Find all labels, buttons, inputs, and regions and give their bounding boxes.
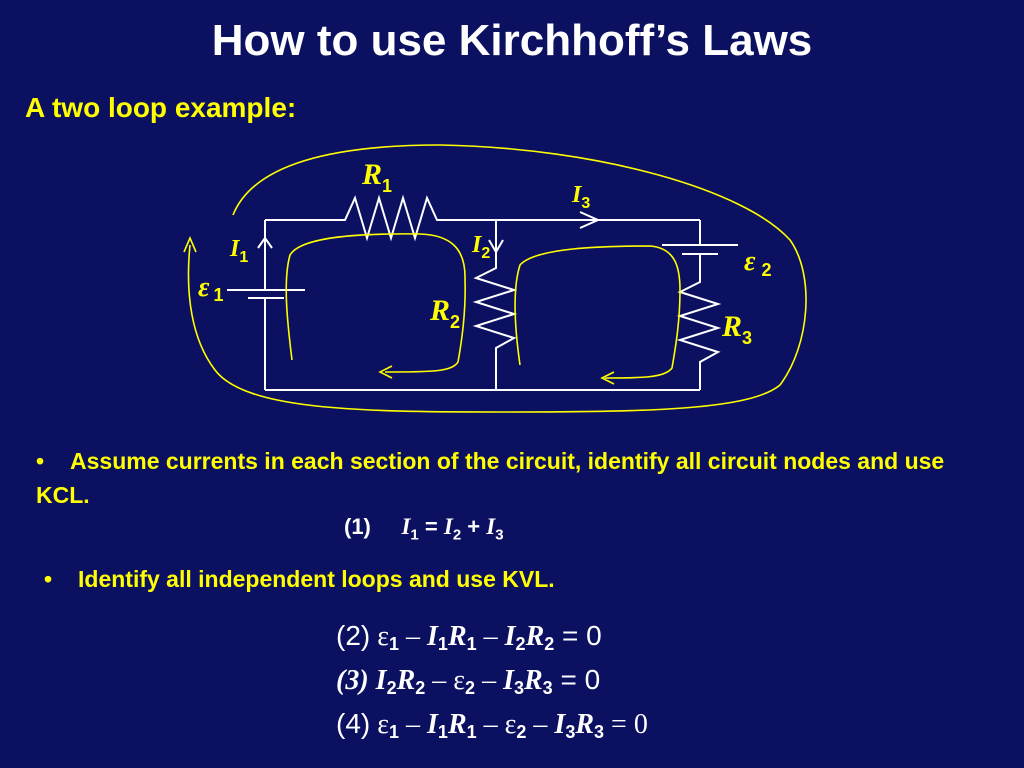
eq-sub: 2	[465, 678, 476, 698]
eq-term: I	[554, 709, 566, 740]
eq-sub: 2	[386, 678, 397, 698]
eq-term: I	[443, 514, 453, 539]
eq-number: (3)	[336, 665, 369, 696]
outer-loop-arrow	[183, 235, 197, 253]
eq-op: –	[476, 709, 505, 740]
eq-term: I	[504, 621, 516, 652]
middle-branch-r2	[472, 220, 518, 390]
eq-sub: 1	[437, 722, 448, 742]
eq-number: (1)	[344, 514, 371, 539]
kvl-equations: (2) ε1 – I1R1 – I2R2 = 0 (3) I2R2 – ε2 –…	[336, 618, 648, 750]
eq-term: I	[427, 709, 438, 740]
eq-term: R	[447, 709, 467, 740]
eq-op: = 0	[604, 709, 648, 740]
eq-term: I	[401, 514, 411, 539]
eq-sub: 1	[389, 722, 400, 742]
left-loop-arrow	[378, 365, 393, 379]
outer-loop	[187, 144, 807, 413]
eq-sub: 1	[466, 634, 477, 654]
bullet-kvl: • Identify all independent loops and use …	[44, 562, 555, 596]
eq-term: I	[375, 665, 387, 696]
eq-sub: 2	[515, 634, 526, 654]
eq-op: = 0	[554, 620, 602, 651]
eq-sub: 2	[415, 678, 426, 698]
loop-annotations	[183, 144, 807, 413]
eq-op: –	[399, 621, 428, 652]
eq-op: –	[526, 709, 555, 740]
eq-op: –	[399, 709, 428, 740]
eq-term: R	[523, 665, 543, 696]
eq-term: ε	[504, 709, 517, 740]
circuit-wires	[227, 194, 738, 391]
right-loop	[514, 245, 681, 379]
eq-term: I	[427, 621, 438, 652]
eq-term: ε	[377, 621, 389, 652]
eq-term: R	[447, 621, 467, 652]
eq-term: R	[525, 621, 545, 652]
eq-sign: =	[424, 514, 438, 539]
eq-sub: 2	[516, 722, 527, 742]
eq-term: I	[486, 514, 496, 539]
label-i1: I1	[229, 236, 248, 266]
eq-sub: 1	[410, 526, 419, 544]
top-wire	[265, 194, 700, 242]
equation-kcl: (1) I1 = I2 + I3	[344, 514, 504, 543]
label-r1: R1	[361, 158, 392, 196]
eq-sub: 3	[495, 526, 504, 544]
slide-subtitle: A two loop example:	[25, 92, 297, 123]
bullet-text: Assume currents in each section of the c…	[36, 448, 945, 508]
equation-4: (4) ε1 – I1R1 – ε2 – I3R3 = 0	[336, 706, 648, 750]
eq-op: –	[475, 665, 504, 696]
eq-op: –	[425, 665, 454, 696]
eq-sub: 2	[544, 634, 555, 654]
right-loop-arrow	[600, 371, 615, 385]
eq-sub: 1	[466, 722, 477, 742]
bullet-marker: •	[44, 566, 53, 592]
eq-sub: 1	[389, 634, 400, 654]
eq-term: R	[575, 709, 595, 740]
bullet-marker: •	[36, 448, 45, 474]
label-r3: R3	[721, 310, 752, 348]
bullet-text: Identify all independent loops and use K…	[78, 566, 555, 592]
eq-sub: 3	[542, 678, 553, 698]
eq-term: I	[503, 665, 514, 696]
equation-3: (3) I2R2 – ε2 – I3R3 = 0	[336, 662, 648, 706]
i2-arrow-head	[488, 239, 504, 254]
eq-sub: 3	[565, 722, 576, 742]
i1-arrow-head	[257, 236, 273, 249]
eq-sub: 3	[594, 722, 605, 742]
eq-term: ε	[377, 709, 389, 740]
right-branch-r3	[676, 254, 722, 390]
eq-op: –	[476, 621, 505, 652]
equation-2: (2) ε1 – I1R1 – I2R2 = 0	[336, 618, 648, 662]
slide-title: How to use Kirchhoff’s Laws	[211, 16, 813, 65]
eq-sub: 2	[452, 526, 462, 544]
eq-term: ε	[453, 665, 466, 696]
eq-sub: 1	[437, 634, 448, 654]
bullet-kcl: •Assume currents in each section of the …	[36, 444, 976, 512]
eq-number: (2)	[336, 620, 371, 651]
label-i2: I2	[471, 232, 490, 262]
eq-term: R	[396, 665, 416, 696]
eq-sign: +	[467, 514, 481, 539]
label-r2: R2	[429, 294, 460, 332]
label-i3: I3	[571, 182, 590, 212]
i3-arrow	[579, 211, 601, 229]
eq-number: (4)	[336, 708, 371, 739]
eq-op: = 0	[552, 664, 601, 695]
eq-sub: 3	[513, 678, 524, 698]
left-loop	[285, 233, 466, 373]
